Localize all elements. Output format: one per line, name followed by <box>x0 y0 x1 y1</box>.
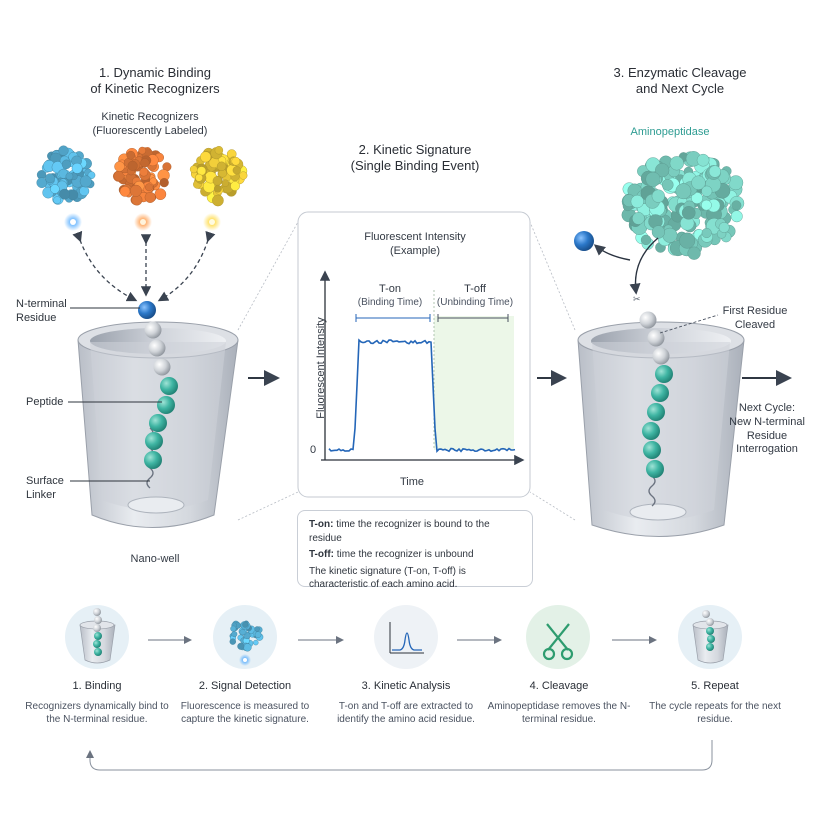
def-toff-text: time the recognizer is unbound <box>334 549 474 560</box>
peptide-chain-right <box>639 311 673 478</box>
def-summary: The kinetic signature (T-on, T-off) is c… <box>309 565 466 591</box>
cleaved-residue <box>574 231 594 251</box>
recognizers-caption-line1: Kinetic Recognizers <box>101 111 199 123</box>
nanowell-label: Nano-well <box>130 553 180 565</box>
panel1-title-line1: 1. Dynamic Binding <box>99 65 211 80</box>
next-cycle-line3: Residue <box>746 429 788 442</box>
chart-icon <box>389 622 424 654</box>
toff-sub: (Unbinding Time) <box>436 296 514 308</box>
panel2-title: 2. Kinetic Signature (Single Binding Eve… <box>300 142 530 175</box>
fluorescence-trace <box>328 338 516 453</box>
step-3-desc: T-on and T-off are extracted to identify… <box>337 700 475 726</box>
step-2-title: 2. Signal Detection <box>198 680 292 692</box>
panel1-title-line2: of Kinetic Recognizers <box>90 81 220 97</box>
step-2: 2. Signal Detection Fluorescence is meas… <box>170 680 320 727</box>
linker-line2: Linker <box>26 489 56 502</box>
panel2-title-line1: 2. Kinetic Signature <box>358 142 472 157</box>
def-ton-key: T-on: <box>309 519 334 530</box>
n-terminal-label: N-terminal Residue <box>16 297 67 326</box>
peptide-label: Peptide <box>26 396 64 408</box>
panel3-title: 3. Enzymatic Cleavage and Next Cycle <box>565 65 795 98</box>
panel1-title: 1. Dynamic Binding of Kinetic Recognizer… <box>40 65 270 98</box>
chart-title: Fluorescent Intensity (Example) <box>320 231 510 259</box>
chart-title-line2: (Example) <box>389 244 441 257</box>
step-5-title: 5. Repeat <box>691 680 739 692</box>
nanowell-repeat-icon <box>692 610 729 664</box>
def-ton-text: time the recognizer is bound to the resi… <box>309 519 490 544</box>
chart-zoom-lines <box>237 221 576 521</box>
scissors-icon <box>542 623 574 661</box>
aminopeptidase-label: Aminopeptidase <box>630 126 710 138</box>
nanowell-icon <box>79 608 116 664</box>
step-1: 1. Binding Recognizers dynamically bind … <box>22 680 172 727</box>
step-4: 4. Cleavage Aminopeptidase removes the N… <box>484 680 634 727</box>
ton-sub: (Binding Time) <box>357 296 423 308</box>
svg-text:✂: ✂ <box>633 294 641 304</box>
recognizers-caption: Kinetic Recognizers (Fluorescently Label… <box>50 111 250 139</box>
step-2-desc: Fluorescence is measured to capture the … <box>180 700 310 726</box>
step-3: 3. Kinetic Analysis T-on and T-off are e… <box>330 680 482 727</box>
step-5-desc: The cycle repeats for the next residue. <box>649 700 781 726</box>
recognizer-yellow-icon <box>189 145 248 231</box>
next-cycle-line2: New N-terminal <box>729 415 805 428</box>
cleaved-label: First Residue Cleaved <box>705 305 805 333</box>
definitions: T-on: time the recognizer is bound to th… <box>299 512 531 590</box>
step-5: 5. Repeat The cycle repeats for the next… <box>640 680 790 727</box>
panel3-title-line1: 3. Enzymatic Cleavage <box>613 65 747 80</box>
step-3-title: 3. Kinetic Analysis <box>361 680 451 692</box>
step-1-desc: Recognizers dynamically bind to the N-te… <box>25 700 169 726</box>
recognizer-icon <box>229 620 264 666</box>
binding-arrows <box>72 230 216 302</box>
def-toff: T-off: time the recognizer is unbound <box>309 548 521 562</box>
linker-label: Surface Linker <box>26 474 64 503</box>
n-terminal-line1: N-terminal <box>16 298 67 310</box>
panel2-title-line2: (Single Binding Event) <box>350 158 480 174</box>
panel3-title-line2: and Next Cycle <box>635 81 725 97</box>
cleaved-line1: First Residue <box>722 305 788 317</box>
step-4-title: 4. Cleavage <box>529 680 589 692</box>
signature-chart <box>319 270 525 466</box>
n-terminal-line2: Residue <box>16 312 57 325</box>
aminopeptidase-icon <box>621 151 745 260</box>
cycle-return-arrow <box>86 740 713 771</box>
chart-title-line1: Fluorescent Intensity <box>364 231 466 243</box>
def-toff-key: T-off: <box>309 549 334 560</box>
ton-label-text: T-on <box>378 283 401 295</box>
ton-label: T-on (Binding Time) <box>350 283 430 309</box>
peptide-chain-left <box>138 301 178 469</box>
next-cycle-line4: Interrogation <box>736 443 798 456</box>
chart-ylabel: Fluorescent Intensity <box>315 317 327 419</box>
recognizer-orange-icon <box>113 146 172 231</box>
linker-line1: Surface <box>26 475 64 487</box>
cleaved-line2: Cleaved <box>734 318 776 331</box>
chart-zero: 0 <box>309 444 317 456</box>
def-ton: T-on: time the recognizer is bound to th… <box>309 518 521 545</box>
step-icons <box>65 605 742 669</box>
next-cycle-line1: Next Cycle: <box>738 402 796 414</box>
step-1-title: 1. Binding <box>72 680 122 692</box>
recognizer-blue-icon <box>36 145 96 231</box>
step-4-desc: Aminopeptidase removes the N-terminal re… <box>487 700 631 726</box>
next-cycle-label: Next Cycle: New N-terminal Residue Inter… <box>722 402 812 457</box>
toff-label-text: T-off <box>464 283 486 295</box>
chart-xlabel: Time <box>399 476 425 488</box>
toff-label: T-off (Unbinding Time) <box>435 283 515 309</box>
recognizers-caption-line2: (Fluorescently Labeled) <box>92 124 208 137</box>
definitions-box <box>297 510 533 587</box>
